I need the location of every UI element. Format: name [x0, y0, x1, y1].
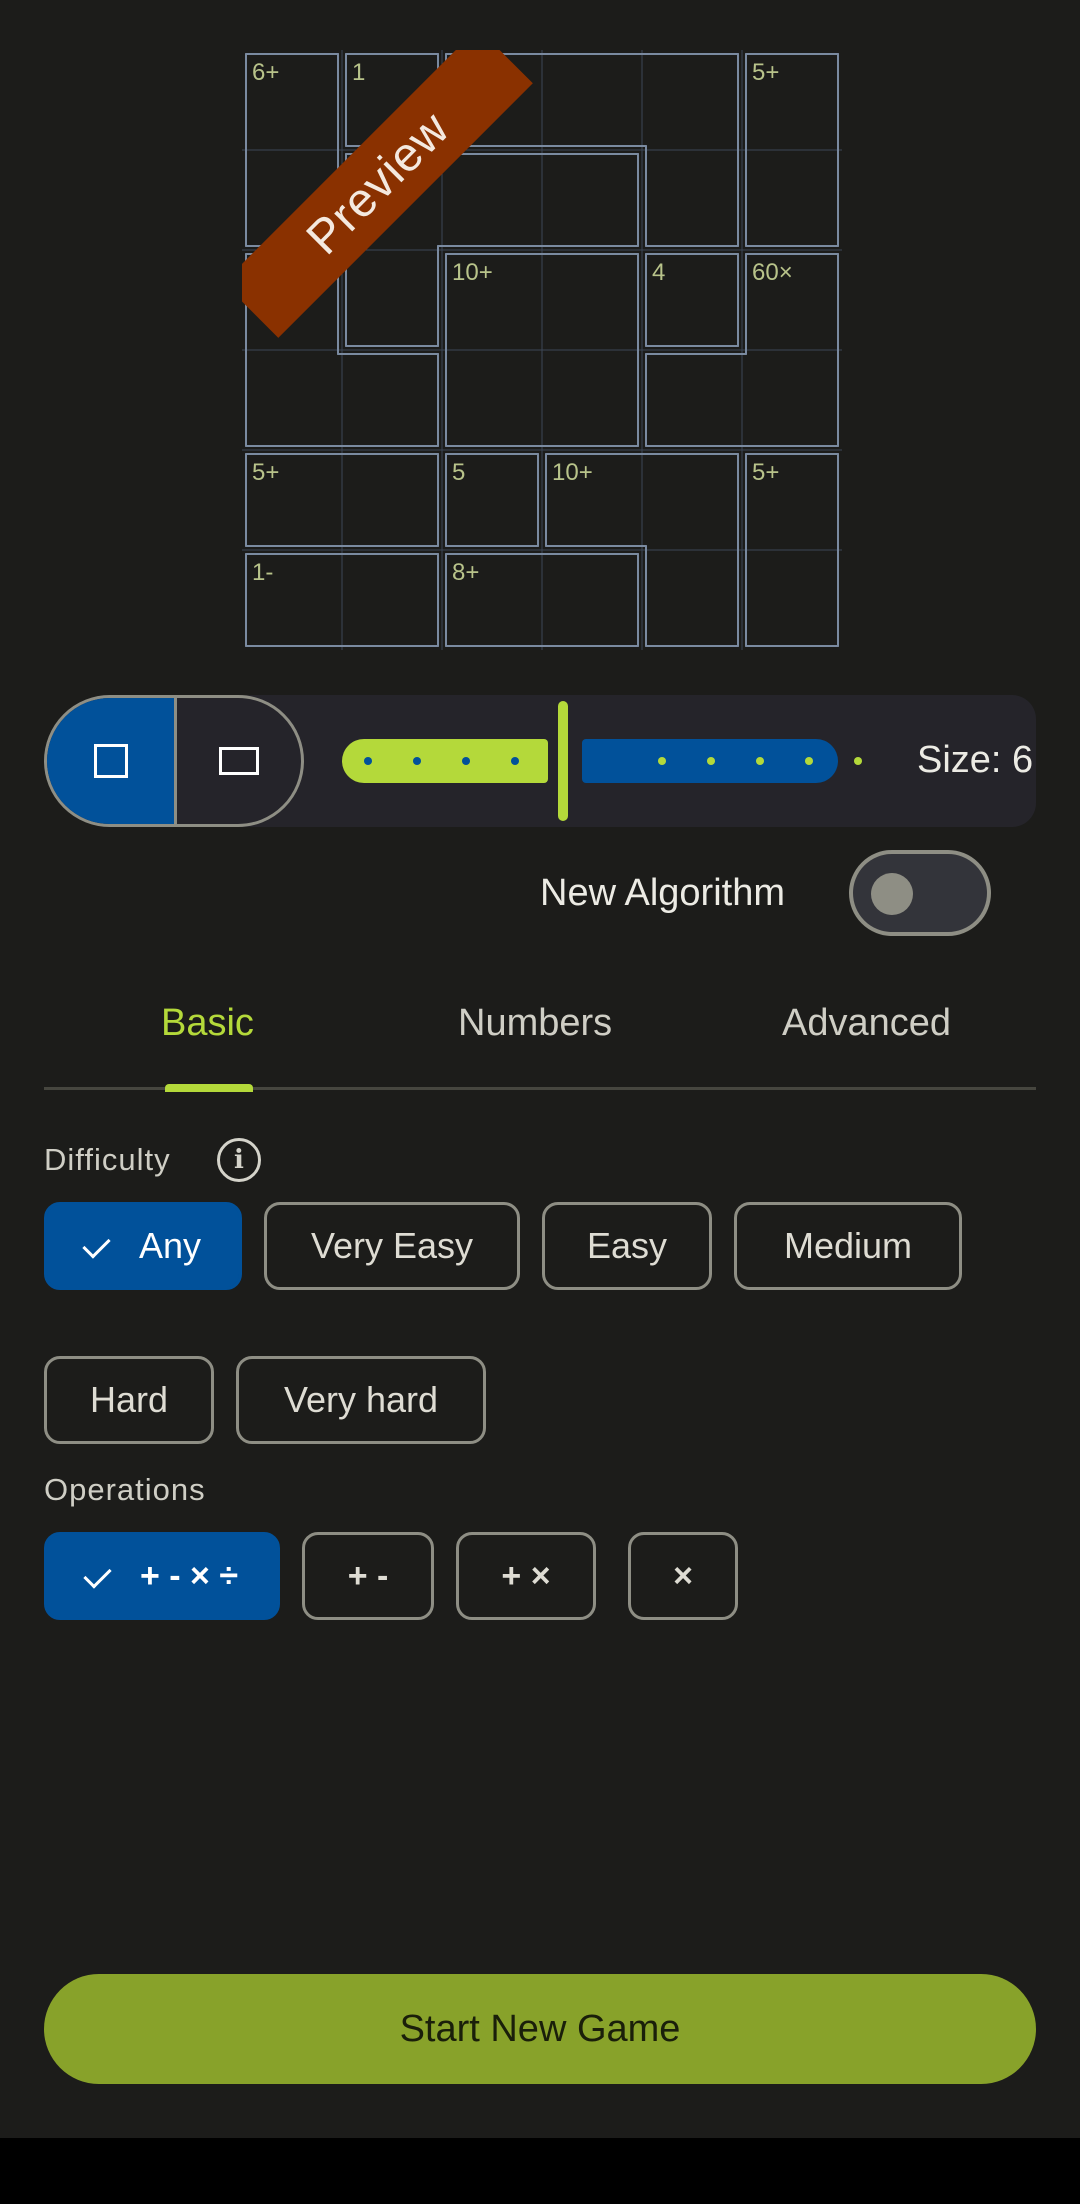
switch-knob: [871, 873, 913, 915]
slider-tick: [805, 757, 813, 765]
cage-label: 60×: [752, 259, 793, 286]
operations-chip-multiply[interactable]: ×: [628, 1532, 738, 1620]
tab-bar: Basic Numbers Advanced: [44, 968, 1036, 1092]
chip-label: Any: [138, 1225, 202, 1266]
cage: [645, 253, 839, 447]
cage-label: 6×: [252, 259, 279, 286]
operations-chip-add-multiply[interactable]: + ×: [456, 1532, 596, 1620]
slider-tick: [462, 757, 470, 765]
chip-label: Easy: [586, 1225, 668, 1266]
size-slider[interactable]: [342, 695, 882, 827]
cage-label: 5+: [752, 459, 779, 486]
square-icon: [93, 744, 128, 778]
difficulty-label: Difficulty: [44, 1142, 171, 1177]
cage-label: 5: [452, 459, 465, 486]
cage: [445, 453, 539, 547]
cage-label: 5+: [752, 59, 779, 86]
cage: [445, 553, 639, 647]
shape-toggle: [44, 695, 304, 827]
rectangle-shape-button[interactable]: [174, 698, 301, 824]
cage-label: 60×: [452, 59, 493, 86]
chip-label: Medium: [783, 1225, 913, 1266]
new-algorithm-switch[interactable]: [849, 850, 991, 936]
tab-numbers[interactable]: Numbers: [458, 1002, 613, 1044]
operations-label: Operations: [44, 1472, 206, 1507]
difficulty-chip-very-easy[interactable]: Very Easy: [264, 1202, 520, 1290]
start-new-game-button[interactable]: Start New Game: [44, 1974, 1036, 2084]
tab-advanced[interactable]: Advanced: [782, 1002, 952, 1044]
cage: [245, 453, 439, 547]
slider-tick: [364, 757, 372, 765]
slider-tick: [658, 757, 666, 765]
operations-chip-all[interactable]: + - × ÷: [44, 1532, 280, 1620]
cage-label: 8+: [452, 559, 479, 586]
cage-label: 4×: [352, 159, 379, 186]
slider-tick: [854, 757, 862, 765]
system-navigation-bar: [0, 2138, 1080, 2204]
cage-label: 10+: [452, 259, 493, 286]
chip-label: + ×: [501, 1556, 551, 1595]
slider-tick: [413, 757, 421, 765]
square-shape-button[interactable]: [47, 698, 174, 824]
cage-label: 1: [352, 59, 365, 86]
rectangle-icon: [219, 747, 259, 775]
operations-chip-add-subtract[interactable]: + -: [302, 1532, 434, 1620]
grid-drawing: 6+ 1 60× 5+ 4× 6× 10+ 4 60× 5+ 5 10+ 5+ 1- 8+: [242, 50, 842, 650]
difficulty-chip-very-hard[interactable]: Very hard: [236, 1356, 486, 1444]
chip-label: Very hard: [283, 1379, 439, 1420]
chip-label: ×: [673, 1556, 693, 1595]
slider-tick: [756, 757, 764, 765]
cage: [545, 453, 739, 647]
cage: [645, 253, 739, 347]
cage-label: 1-: [252, 559, 273, 586]
size-control-bar: Size: 6: [44, 695, 1036, 827]
difficulty-chip-hard[interactable]: Hard: [44, 1356, 214, 1444]
difficulty-chip-easy[interactable]: Easy: [542, 1202, 712, 1290]
chip-label: Hard: [89, 1379, 169, 1420]
check-icon: [86, 1568, 116, 1584]
chip-label: + - × ÷: [139, 1556, 239, 1595]
chip-label: + -: [347, 1556, 389, 1595]
cage: [745, 453, 839, 647]
cage-label: 10+: [552, 459, 593, 486]
new-algorithm-label: New Algorithm: [540, 872, 785, 914]
tab-basic[interactable]: Basic: [161, 1002, 254, 1044]
size-label: Size: 6: [917, 739, 1034, 781]
slider-tick: [707, 757, 715, 765]
slider-thumb[interactable]: [558, 701, 568, 821]
cage-label: 6+: [252, 59, 279, 86]
slider-tick: [511, 757, 519, 765]
tab-indicator: [165, 1084, 253, 1092]
cage-label: 4: [652, 259, 665, 286]
check-icon: [85, 1238, 115, 1254]
cage: [245, 553, 439, 647]
difficulty-chip-any[interactable]: Any: [44, 1202, 242, 1290]
difficulty-chip-medium[interactable]: Medium: [734, 1202, 962, 1290]
cage-label: 5+: [252, 459, 279, 486]
info-icon[interactable]: i: [217, 1138, 261, 1182]
chip-label: Very Easy: [310, 1225, 474, 1266]
cage: [745, 53, 839, 247]
